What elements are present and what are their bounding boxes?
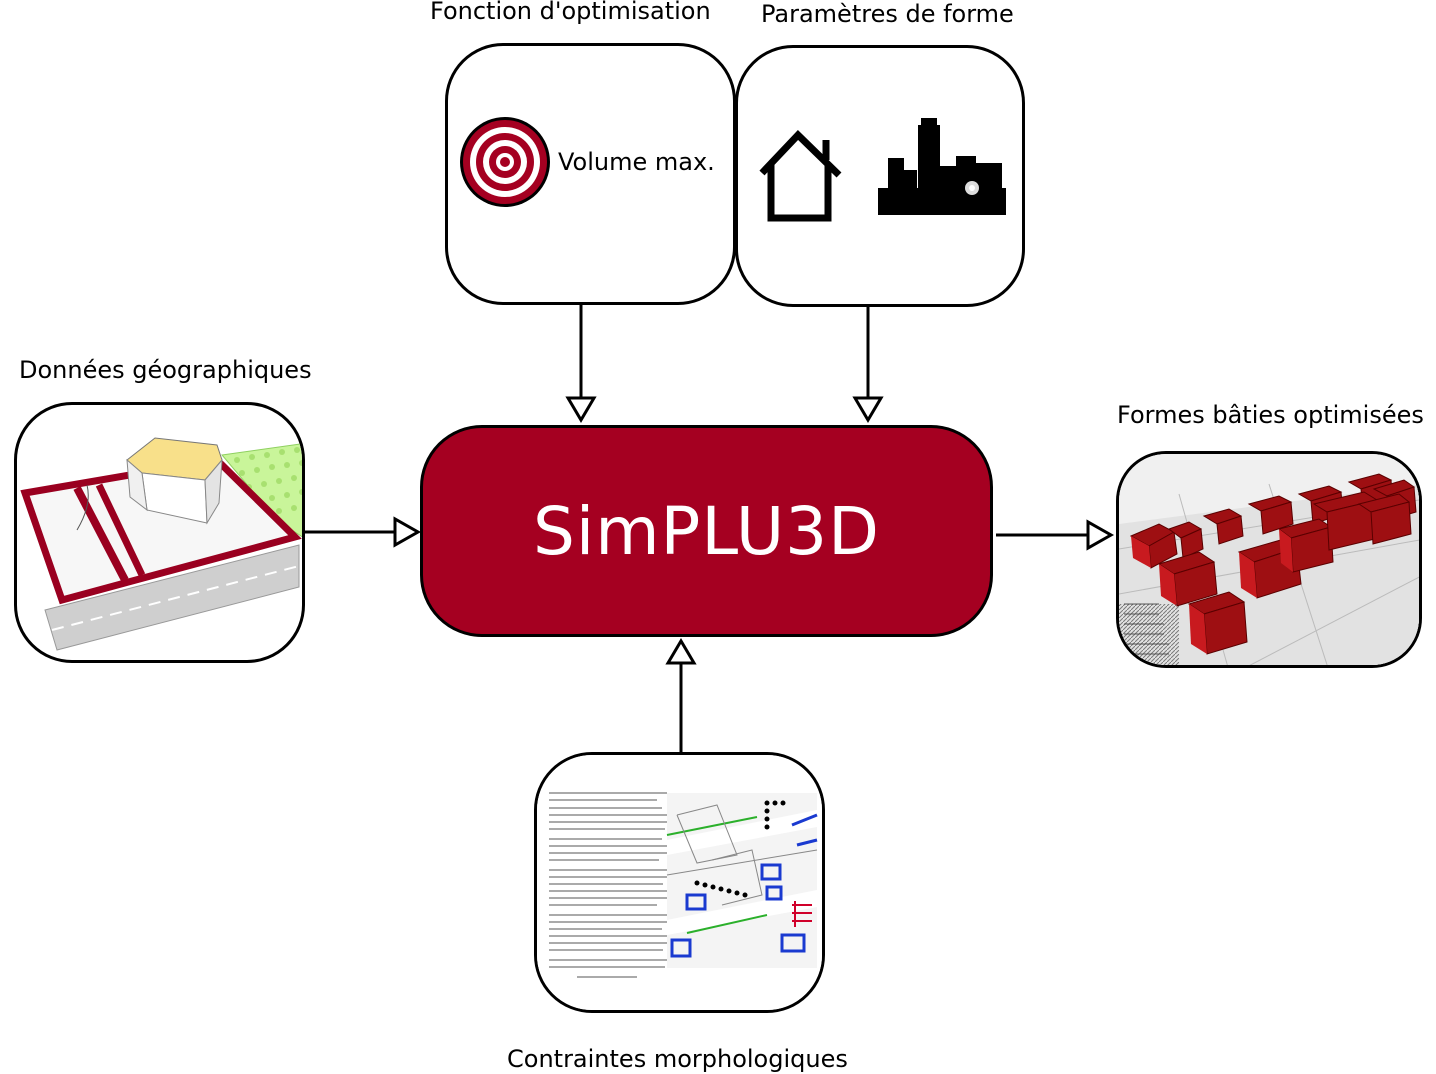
arrowhead-objective [565,396,597,423]
objective-function-box [445,43,736,305]
shape-icons [759,118,1006,222]
geographic-data-label: Données géographiques [19,356,312,384]
simplu3d-node: SimPLU3D [420,425,993,637]
morphological-constraints-label: Contraintes morphologiques [507,1045,848,1073]
arrowhead-output [1086,519,1115,551]
shape-parameters-label: Paramètres de forme [761,0,1014,28]
optimized-forms-label: Formes bâties optimisées [1117,401,1424,429]
house-icon [759,130,842,222]
volume-max-label: Volume max. [558,148,715,176]
optimized-forms-box [1116,451,1422,668]
shape-parameters-box [735,45,1025,307]
objective-function-label: Fonction d'optimisation [430,0,711,25]
plu-document-map-illustration [537,755,822,1010]
skyline-icon [878,118,1006,215]
geographic-data-box [14,402,305,663]
constraints-box [534,752,825,1013]
arrowhead-geographic [393,516,422,548]
target-icon [460,117,550,207]
arrowhead-shape [852,396,884,423]
parcel-3d-illustration [20,437,302,651]
arrowhead-constraints [665,638,697,665]
simplu3d-label: SimPLU3D [533,492,880,570]
optimized-city-3d-illustration [1119,454,1419,665]
